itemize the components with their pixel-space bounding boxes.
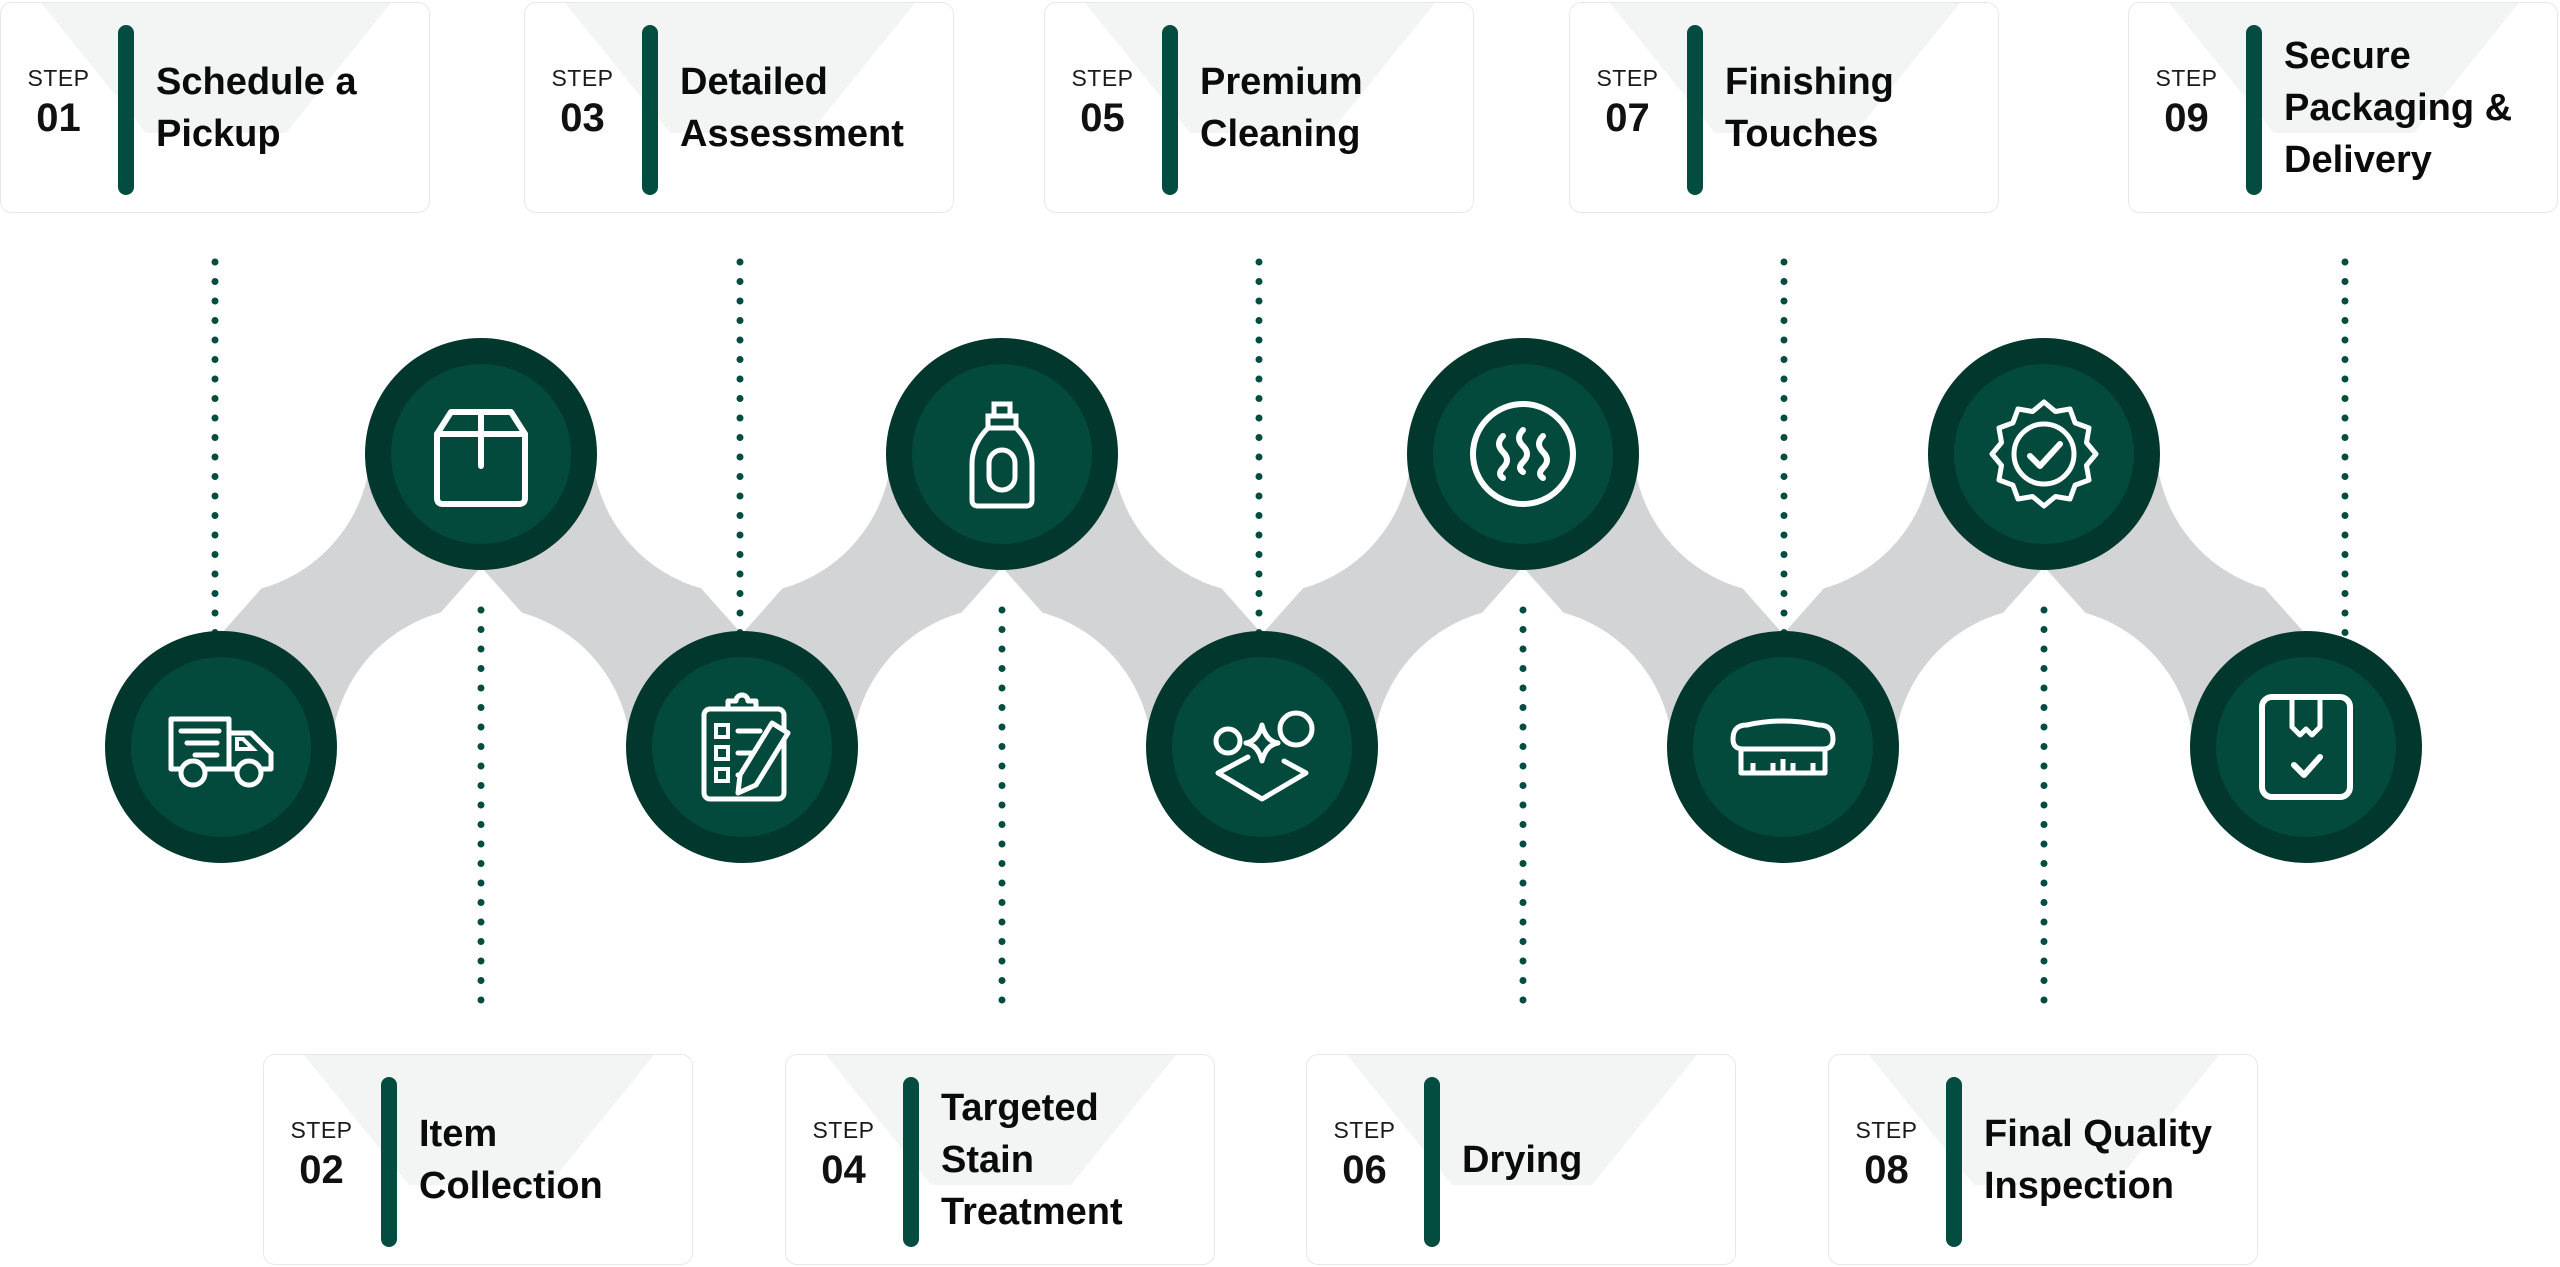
step-title: Drying [1462,1138,1583,1181]
step-circle-09[interactable] [2190,631,2422,863]
circle-inner-disc [652,657,832,837]
connector-cutout [1894,607,2194,907]
accent-bar [118,25,134,195]
connector-cutout [852,607,1152,907]
step-number: 03 [560,96,605,140]
delivery-truck-icon [168,716,274,788]
step-title: Detailed Assessment [680,60,904,155]
step-circle-01[interactable] [105,631,337,863]
step-title: Finishing Touches [1725,60,1894,155]
brush-icon [1730,718,1836,776]
connector-cutout [1633,294,1933,594]
clipboard-checklist-icon [701,692,791,802]
step-circle-04[interactable] [886,338,1118,570]
step-number: 05 [1080,96,1125,140]
step-number: 01 [36,96,81,140]
step-card-06[interactable]: STEP 06 Drying [1306,1054,1736,1265]
circle-inner-disc [1433,364,1613,544]
step-circle-03[interactable] [626,631,858,863]
circle-inner-disc [1172,657,1352,837]
step-title: Premium Cleaning [1200,60,1363,155]
connector-cutout [1112,294,1412,594]
step-card-08[interactable]: STEP 08 Final Quality Inspection [1828,1054,2258,1265]
step-circle-06[interactable] [1407,338,1639,570]
box-icon [434,409,528,507]
circle-inner-disc [912,364,1092,544]
accent-bar [2246,25,2262,195]
connector-cutout [592,294,892,594]
circle-inner-disc [2216,657,2396,837]
step-card-09[interactable]: STEP 09 Secure Packaging & Delivery [2128,2,2558,213]
step-word: STEP [1333,1117,1396,1143]
step-title: Final Quality Inspection [1984,1112,2213,1207]
sparkle-cleaning-icon [1213,710,1315,802]
circle-inner-disc [131,657,311,837]
step-word: STEP [551,65,614,91]
step-card-03[interactable]: STEP 03 Detailed Assessment [524,2,954,213]
step-card-01[interactable]: STEP 01 Schedule a Pickup [0,2,430,213]
step-word: STEP [290,1117,353,1143]
step-number: 09 [2164,96,2209,140]
step-label: STEP 01 [1,65,116,141]
step-card-07[interactable]: STEP 07 Finishing Touches [1569,2,1999,213]
step-title: Item Collection [419,1112,603,1207]
step-label: STEP 07 [1570,65,1685,141]
quality-badge-check-icon [1989,399,2099,509]
step-number: 04 [821,1148,866,1192]
step-circle-05[interactable] [1146,631,1378,863]
step-label: STEP 04 [786,1117,901,1193]
step-label: STEP 08 [1829,1117,1944,1193]
circle-inner-disc [1954,364,2134,544]
accent-bar [1687,25,1703,195]
step-number: 06 [1342,1148,1387,1192]
step-word: STEP [812,1117,875,1143]
connector-cutout [331,607,631,907]
step-card-04[interactable]: STEP 04 Targeted Stain Treatment [785,1054,1215,1265]
step-number: 07 [1605,96,1650,140]
step-number: 08 [1864,1148,1909,1192]
step-circle-02[interactable] [365,338,597,570]
step-circle-07[interactable] [1667,631,1899,863]
accent-bar [1424,1077,1440,1247]
accent-bar [1946,1077,1962,1247]
step-label: STEP 09 [2129,65,2244,141]
step-title: Secure Packaging & Delivery [2284,34,2513,181]
step-word: STEP [1596,65,1659,91]
step-circles [105,338,2422,863]
step-word: STEP [1071,65,1134,91]
step-number: 02 [299,1148,344,1192]
accent-bar [381,1077,397,1247]
connector-cutout [1373,607,1673,907]
dotted-guides [211,258,2349,1009]
step-card-02[interactable]: STEP 02 Item Collection [263,1054,693,1265]
steam-heat-icon [1470,401,1576,507]
detergent-bottle-icon [969,401,1035,509]
package-check-icon [2259,694,2353,800]
accent-bar [642,25,658,195]
step-word: STEP [2155,65,2218,91]
accent-bar [1162,25,1178,195]
accent-bar [903,1077,919,1247]
step-word: STEP [27,65,90,91]
step-card-05[interactable]: STEP 05 Premium Cleaning [1044,2,1474,213]
step-label: STEP 02 [264,1117,379,1193]
step-title: Schedule a Pickup [156,60,357,155]
step-word: STEP [1855,1117,1918,1143]
step-label: STEP 06 [1307,1117,1422,1193]
step-title: Targeted Stain Treatment [941,1086,1123,1233]
step-label: STEP 05 [1045,65,1160,141]
step-label: STEP 03 [525,65,640,141]
step-circle-08[interactable] [1928,338,2160,570]
